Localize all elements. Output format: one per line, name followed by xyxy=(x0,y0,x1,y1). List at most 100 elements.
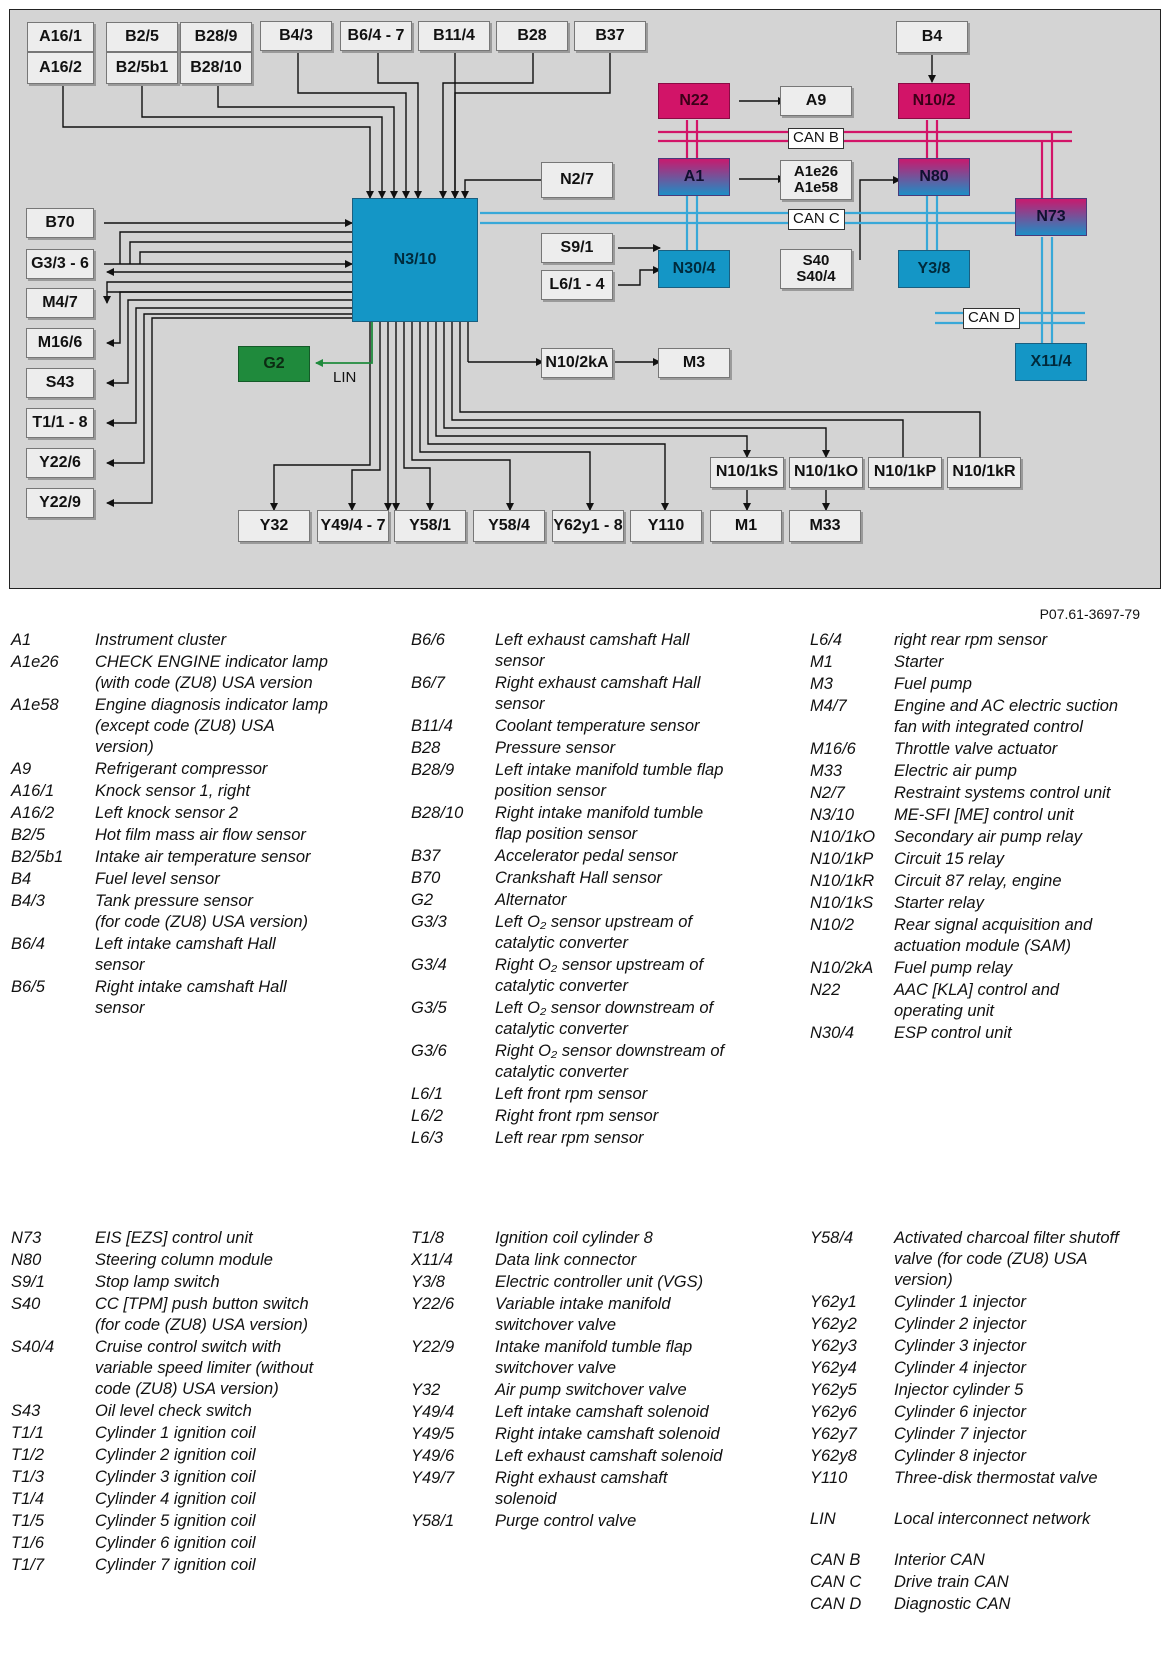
legend-code: Y22/6 xyxy=(411,1295,455,1313)
legend-description: AAC [KLA] control and operating unit xyxy=(894,981,1060,1020)
can-d-label: CAN D xyxy=(963,308,1020,329)
legend-description: Left exhaust camshaft Hall sensor xyxy=(495,631,690,670)
diagram-lines xyxy=(62,50,1085,511)
legend-code: N10/1kP xyxy=(810,850,874,868)
legend-description: Cylinder 3 injector xyxy=(894,1337,1027,1355)
box-N73: N73 xyxy=(1015,198,1087,236)
legend-code: CAN D xyxy=(810,1595,862,1613)
legend-description: Right intake manifold tumble flap positi… xyxy=(495,804,704,843)
legend-description: Accelerator pedal sensor xyxy=(495,847,678,865)
legend-description: Right intake camshaft solenoid xyxy=(495,1425,720,1443)
box-M16-6: M16/6 xyxy=(26,328,94,358)
legend-code: M1 xyxy=(810,653,833,671)
legend-code: Y58/4 xyxy=(810,1229,854,1247)
legend-description: Cruise control switch with variable spee… xyxy=(95,1338,314,1398)
legend-code: S9/1 xyxy=(11,1273,45,1291)
legend-description: Cylinder 2 ignition coil xyxy=(95,1446,256,1464)
legend-code: A16/1 xyxy=(11,782,55,800)
legend-code: Y62y7 xyxy=(810,1425,857,1443)
legend-code: L6/2 xyxy=(411,1107,444,1125)
legend-code: T1/4 xyxy=(11,1490,45,1508)
legend-code: T1/3 xyxy=(11,1468,45,1486)
legend-description: Tank pressure sensor (for code (ZU8) USA… xyxy=(95,892,309,931)
legend-row: A1e26 CHECK ENGINE indicator lamp (with c… xyxy=(11,652,381,694)
legend-code: N3/10 xyxy=(810,806,855,824)
legend-description: Fuel level sensor xyxy=(95,870,220,888)
legend-code: X11/4 xyxy=(411,1251,453,1269)
legend-description: CHECK ENGINE indicator lamp (with code (… xyxy=(95,653,328,692)
legend-row: N3/10 ME-SFI [ME] control unit xyxy=(810,805,1170,826)
legend-description: ME-SFI [ME] control unit xyxy=(894,806,1074,824)
legend-code: S40/4 xyxy=(11,1338,55,1356)
box-N10-1kS: N10/1kS xyxy=(710,457,784,488)
legend-code: M4/7 xyxy=(810,697,847,715)
legend-code: Y22/9 xyxy=(411,1338,455,1356)
legend-code: B6/7 xyxy=(411,674,445,692)
legend-description: Right intake camshaft Hall sensor xyxy=(95,978,287,1017)
legend-description: Interior CAN xyxy=(894,1551,985,1569)
box-Y22-9: Y22/9 xyxy=(26,488,94,518)
legend-code: T1/7 xyxy=(11,1556,45,1574)
box-B4: B4 xyxy=(896,21,968,53)
legend-code: G3/6 xyxy=(411,1042,447,1060)
legend-code: Y49/4 xyxy=(411,1403,455,1421)
legend-code: T1/2 xyxy=(11,1446,45,1464)
legend-row: B4 Fuel level sensor xyxy=(11,869,381,890)
legend-description: Cylinder 6 ignition coil xyxy=(95,1534,256,1552)
box-Y58-4: Y58/4 xyxy=(473,510,545,542)
legend-description: Engine and AC electric suction fan with … xyxy=(894,697,1119,736)
legend-description: Cylinder 8 injector xyxy=(894,1447,1027,1465)
lin-label: LIN xyxy=(333,369,357,386)
legend-description: Fuel pump relay xyxy=(894,959,1013,977)
legend-description: right rear rpm sensor xyxy=(894,631,1048,649)
legend-code: B6/5 xyxy=(11,978,45,996)
legend-code: B28/10 xyxy=(411,804,464,822)
legend-code: N30/4 xyxy=(810,1024,855,1042)
legend-code: T1/8 xyxy=(411,1229,445,1247)
legend-code: N80 xyxy=(11,1251,42,1269)
legend-description: Circuit 15 relay xyxy=(894,850,1005,868)
legend-code: A1e26 xyxy=(11,653,59,671)
legend-description: Left rear rpm sensor xyxy=(495,1129,644,1147)
legend-code: M3 xyxy=(810,675,833,693)
legend-code: B2/5b1 xyxy=(11,848,64,866)
legend-description: Electric controller unit (VGS) xyxy=(495,1273,704,1291)
box-B28-10: B28/10 xyxy=(180,52,252,84)
legend-code: B4 xyxy=(11,870,32,888)
legend-code: CAN C xyxy=(810,1573,862,1591)
box-M4-7: M4/7 xyxy=(26,288,94,318)
legend-description: Oil level check switch xyxy=(95,1402,252,1420)
box-X11-4: X11/4 xyxy=(1015,343,1087,381)
legend-code: Y62y3 xyxy=(810,1337,857,1355)
wiring-diagram: A16/1 A16/2 B2/5 B2/5b1 B28/9 B28/10 B4/… xyxy=(9,9,1161,589)
legend-description: Cylinder 6 injector xyxy=(894,1403,1027,1421)
